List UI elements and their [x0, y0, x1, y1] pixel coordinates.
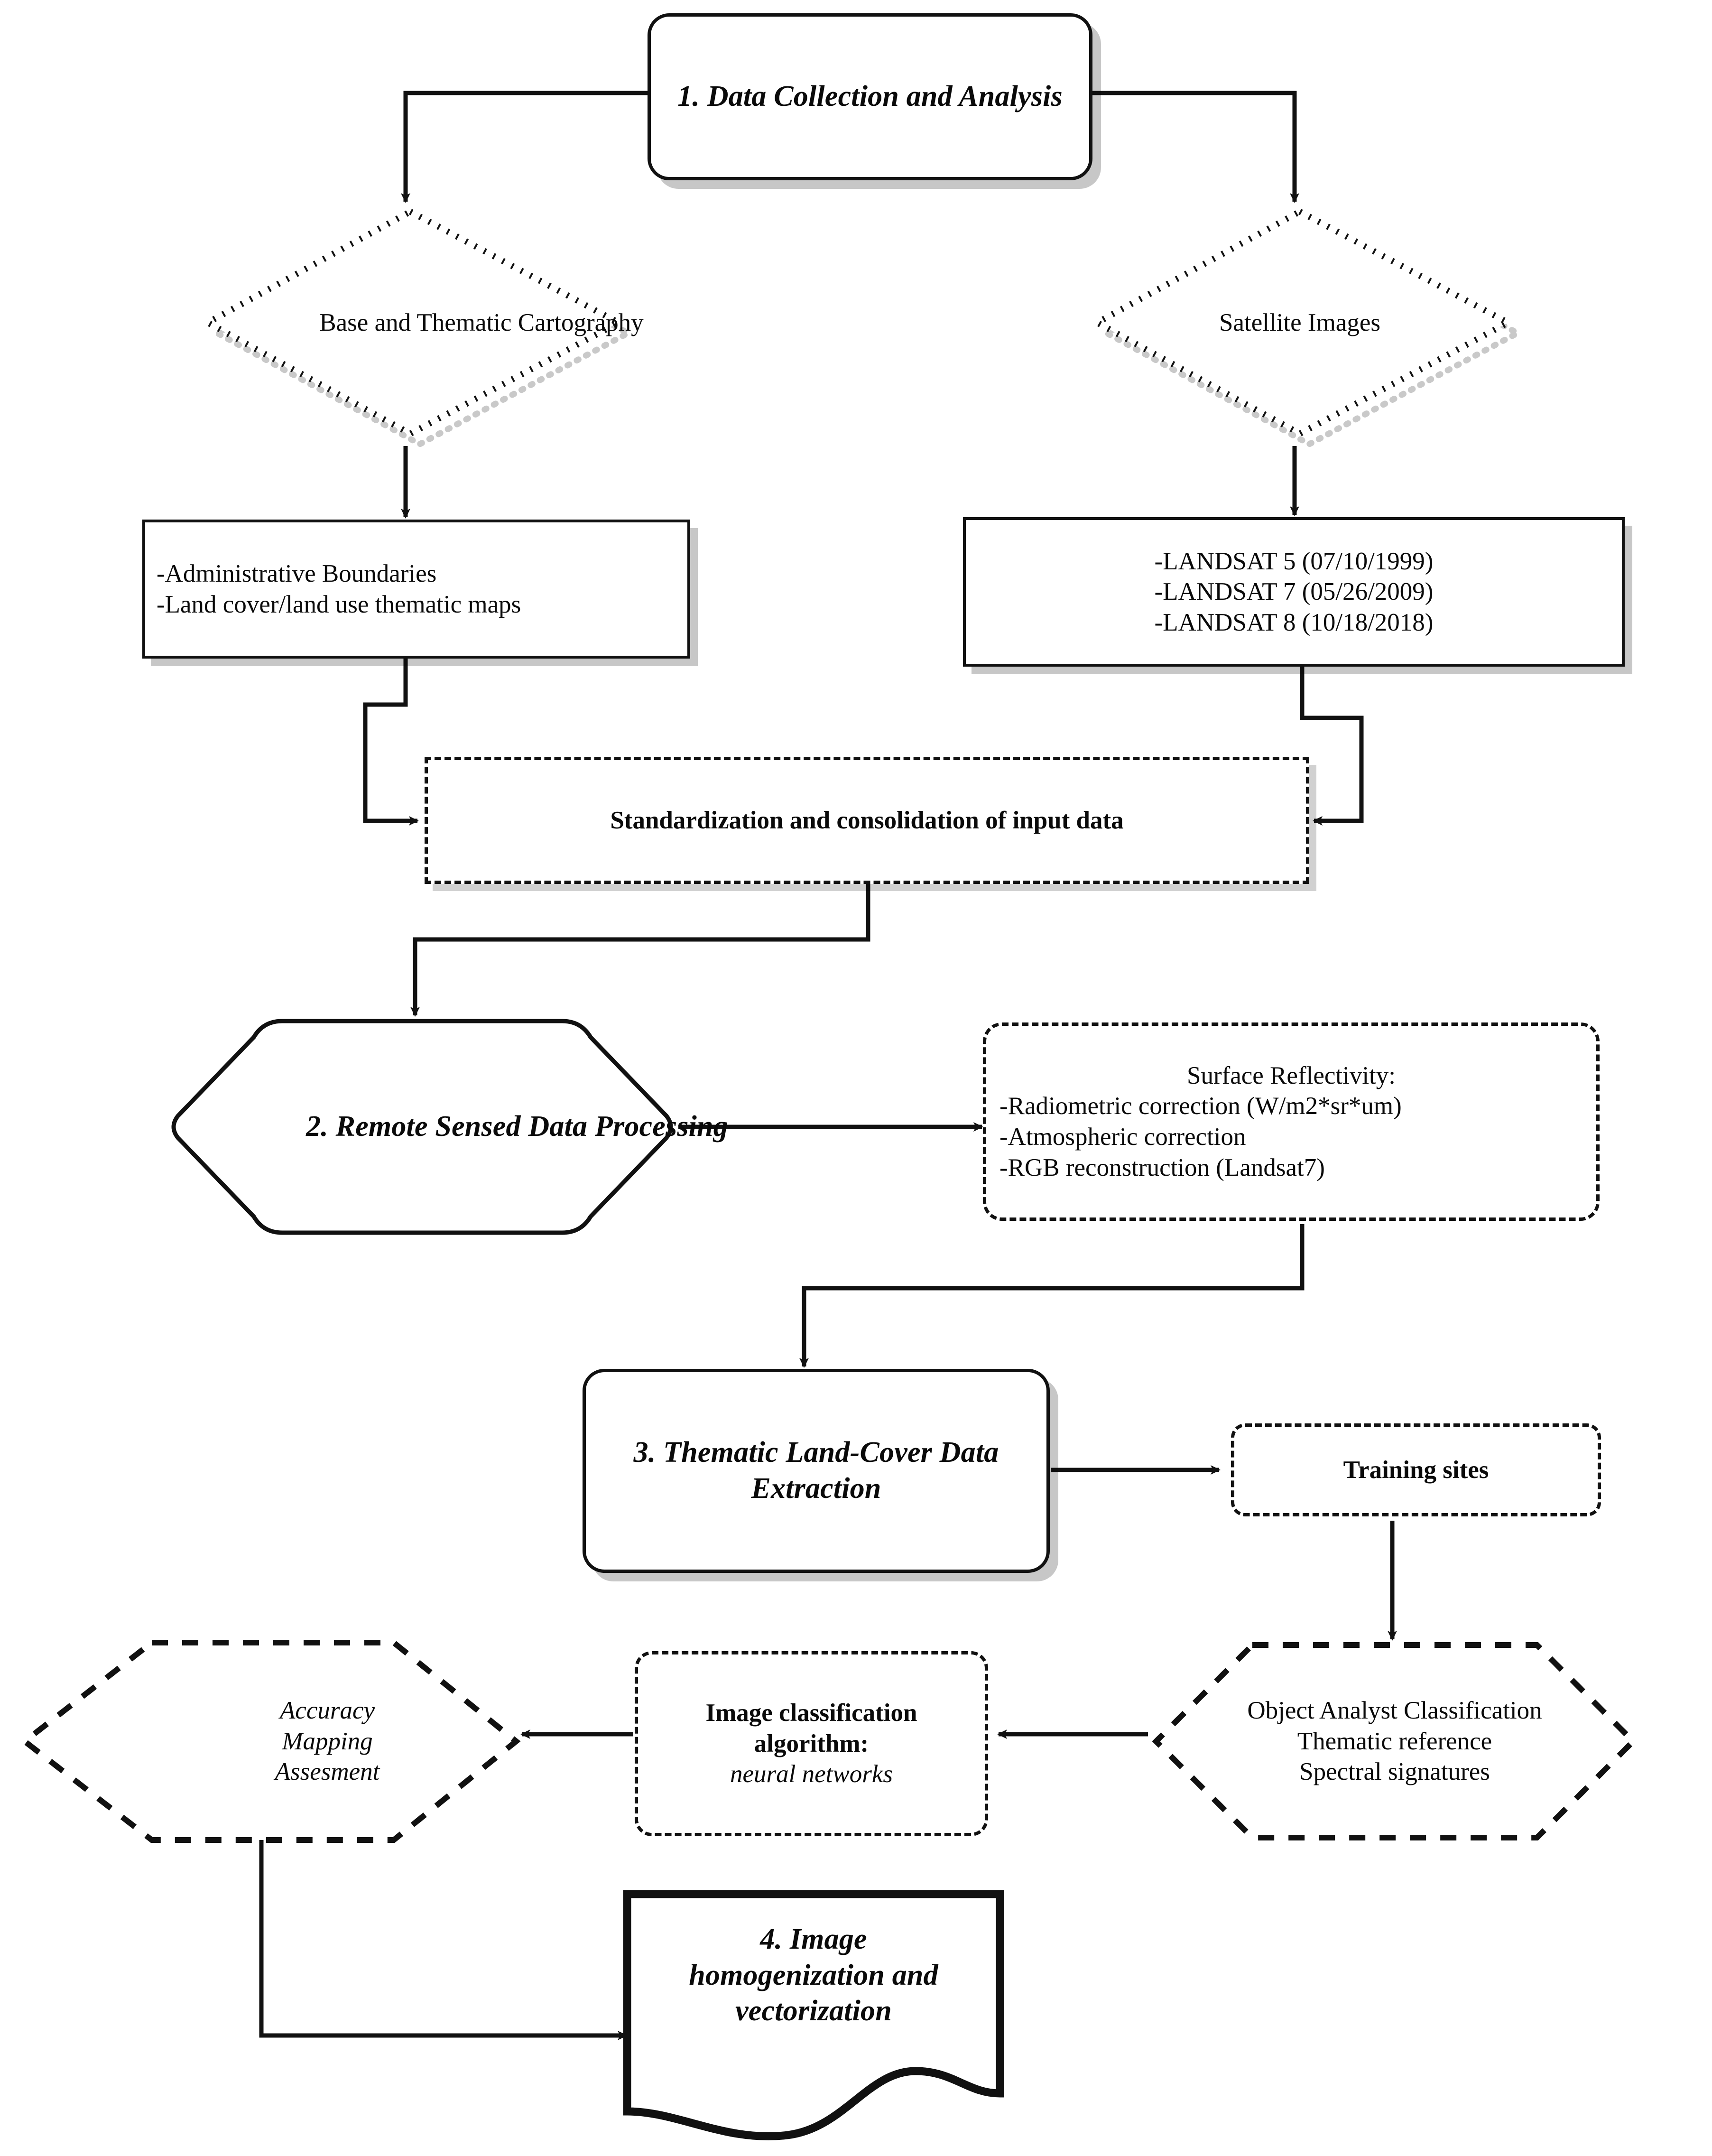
node-classification-algorithm[interactable]: Image classification algorithm: neural n…: [635, 1651, 988, 1836]
node-training-sites-label: Training sites: [1343, 1456, 1489, 1484]
object-analyst-line-3: Spectral signatures: [1299, 1758, 1490, 1786]
object-analyst-line-1: Object Analyst Classification: [1247, 1697, 1542, 1725]
landsat-line-3: -LANDSAT 8 (10/18/2018): [1154, 608, 1434, 636]
reflectivity-line-3: -RGB reconstruction (Landsat7): [999, 1153, 1325, 1181]
node-data-collection[interactable]: 1. Data Collection and Analysis: [648, 13, 1092, 180]
classification-heading-line-1: Image classification: [705, 1699, 917, 1727]
node-surface-reflectivity-heading: Surface Reflectivity:: [1186, 1061, 1396, 1089]
node-base-data-lines: -Administrative Boundaries -Land cover/l…: [157, 558, 676, 620]
landsat-line-2: -LANDSAT 7 (05/26/2009): [1154, 578, 1434, 606]
homogenization-line-2: homogenization and: [689, 1959, 938, 1991]
node-base-cartography[interactable]: Base and Thematic Cartography: [199, 199, 644, 448]
document-outline: [623, 1890, 1004, 2140]
accuracy-line-1: Accuracy: [279, 1697, 375, 1725]
node-accuracy-assessment-lines: Accuracy Mapping Assesment: [19, 1637, 579, 1846]
node-object-analyst-lines: Object Analyst Classification Thematic r…: [1150, 1639, 1639, 1843]
reflectivity-line-1: -Radiometric correction (W/m2*sr*um): [999, 1092, 1402, 1120]
node-satellite-images[interactable]: Satellite Images: [1089, 199, 1524, 448]
hexagon-outline: [1152, 1642, 1638, 1840]
node-thematic-extraction-label: 3. Thematic Land-Cover Data Extraction: [633, 1436, 999, 1505]
node-object-analyst[interactable]: Object Analyst Classification Thematic r…: [1150, 1639, 1639, 1843]
classification-subtitle: neural networks: [730, 1760, 893, 1788]
node-remote-sensed-processing[interactable]: 2. Remote Sensed Data Processing: [164, 1015, 728, 1238]
node-accuracy-assessment[interactable]: Accuracy Mapping Assesment: [19, 1637, 522, 1846]
node-landsat-list[interactable]: -LANDSAT 5 (07/10/1999) -LANDSAT 7 (05/2…: [963, 517, 1625, 667]
node-image-homogenization-lines: 4. Image homogenization and vectorizatio…: [621, 1888, 1006, 2156]
base-data-line-1: -Administrative Boundaries: [157, 559, 437, 587]
diamond-outline: [1091, 208, 1515, 437]
node-image-homogenization[interactable]: 4. Image homogenization and vectorizatio…: [621, 1888, 1006, 2154]
homogenization-line-1: 4. Image: [760, 1923, 867, 1955]
homogenization-line-3: vectorization: [735, 1995, 892, 2027]
base-data-line-2: -Land cover/land use thematic maps: [157, 590, 521, 618]
node-surface-reflectivity-lines: -Radiometric correction (W/m2*sr*um) -At…: [999, 1091, 1583, 1183]
node-base-cartography-label: Base and Thematic Cartography: [319, 308, 644, 336]
node-surface-reflectivity[interactable]: Surface Reflectivity: -Radiometric corre…: [983, 1022, 1600, 1221]
classification-heading-line-2: algorithm:: [754, 1729, 869, 1757]
object-analyst-line-2: Thematic reference: [1297, 1727, 1492, 1755]
node-landsat-lines: -LANDSAT 5 (07/10/1999) -LANDSAT 7 (05/2…: [1155, 546, 1434, 638]
node-standardization-label: Standardization and consolidation of inp…: [610, 806, 1124, 834]
node-training-sites[interactable]: Training sites: [1231, 1423, 1601, 1516]
node-classification-algorithm-text: Image classification algorithm: neural n…: [705, 1698, 917, 1790]
accuracy-line-2: Mapping: [282, 1727, 373, 1755]
landsat-line-1: -LANDSAT 5 (07/10/1999): [1154, 547, 1434, 575]
node-base-data[interactable]: -Administrative Boundaries -Land cover/l…: [142, 520, 690, 659]
hexagon-outline: [171, 1019, 673, 1235]
reflectivity-line-2: -Atmospheric correction: [999, 1123, 1246, 1151]
diamond-outline: [201, 208, 625, 437]
node-satellite-images-label: Satellite Images: [1219, 308, 1380, 336]
node-standardization[interactable]: Standardization and consolidation of inp…: [425, 757, 1309, 884]
accuracy-line-3: Assesment: [275, 1758, 380, 1786]
hexagon-outline: [20, 1640, 521, 1843]
node-data-collection-label: 1. Data Collection and Analysis: [677, 80, 1063, 113]
node-thematic-extraction[interactable]: 3. Thematic Land-Cover Data Extraction: [583, 1369, 1050, 1573]
node-remote-sensed-processing-label: 2. Remote Sensed Data Processing: [306, 1110, 728, 1143]
